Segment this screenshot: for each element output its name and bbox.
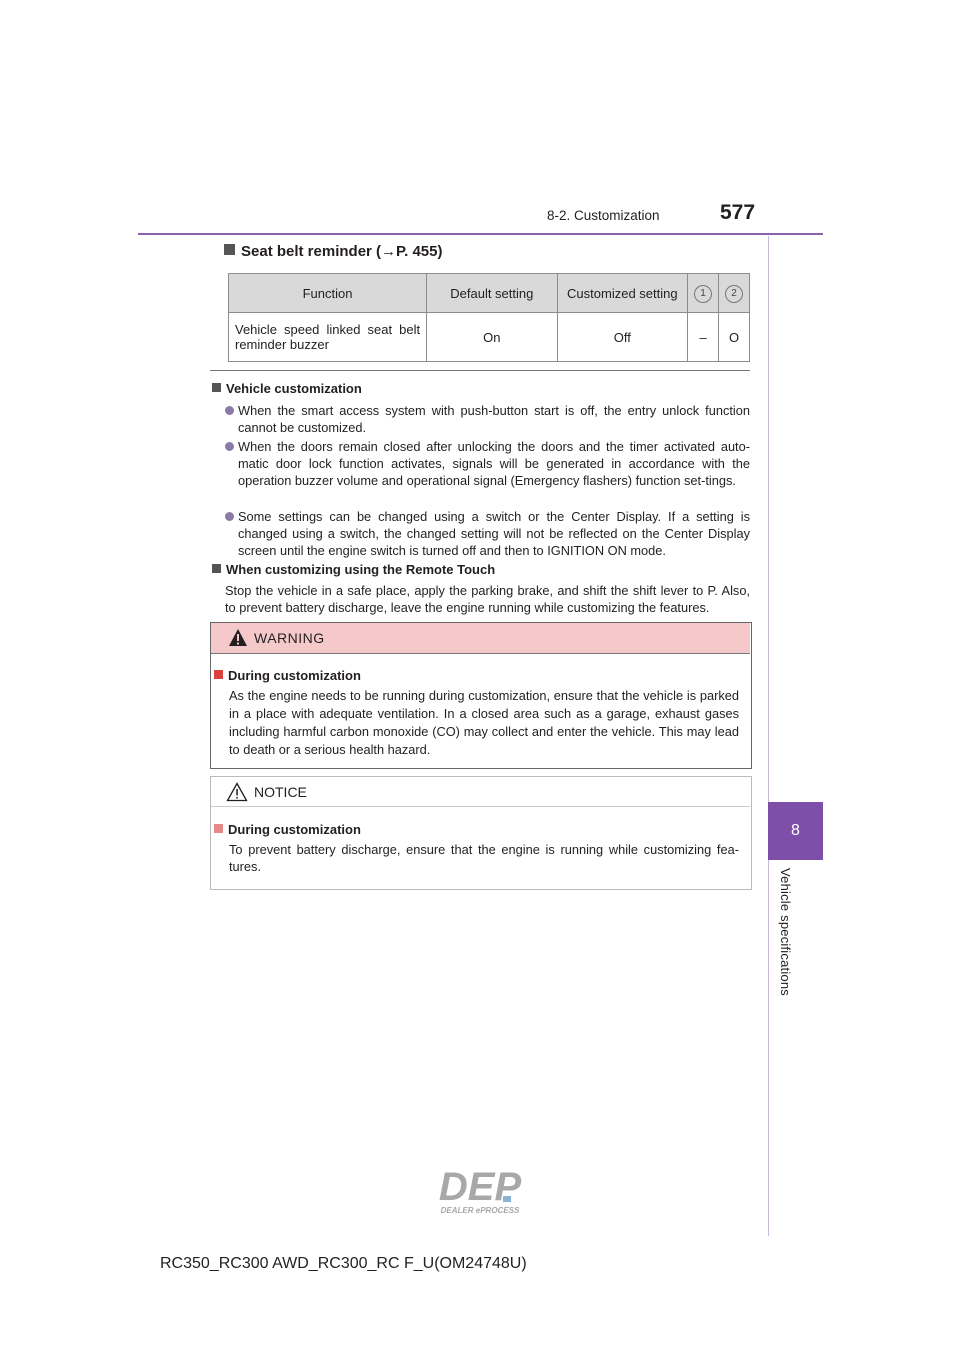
square-bullet-icon (212, 383, 221, 392)
list-item: When the smart access system with push-b… (225, 402, 750, 436)
warning-box (210, 622, 752, 769)
side-divider (768, 236, 769, 1236)
divider (210, 370, 750, 371)
table-header-row: Function Default setting Customized sett… (227, 273, 750, 313)
notice-divider (211, 806, 750, 807)
arrow-icon: → (381, 243, 397, 260)
bullet-icon (225, 406, 234, 415)
dealer-eprocess-logo: DEP DEALER ePROCESS (439, 1166, 522, 1215)
note-heading: When customizing using the Remote Touch (212, 562, 495, 577)
notice-title: NOTICE (254, 784, 307, 800)
column-header: 1 (687, 273, 720, 313)
page-reference[interactable]: P. 455) (396, 243, 443, 260)
column-header: Customized setting (556, 273, 689, 313)
square-bullet-icon (224, 244, 235, 255)
column-header: Default setting (426, 273, 558, 313)
section-title: Seat belt reminder (→P. 455) (224, 243, 442, 260)
section-header: 8-2. Customization (547, 208, 660, 223)
method-1-cell: – (687, 312, 720, 362)
warning-body: As the engine needs to be running during… (229, 688, 739, 757)
settings-table: Function Default setting Customized sett… (227, 273, 750, 362)
square-bullet-icon (212, 564, 221, 573)
logo-accent (503, 1196, 511, 1202)
chapter-label: Vehicle specifications (778, 868, 793, 996)
list-item: Some settings can be changed using a swi… (225, 508, 750, 559)
bullet-icon (225, 512, 234, 521)
note-heading: Vehicle customization (212, 381, 362, 396)
warning-title-bar (211, 623, 750, 654)
document-id-footer: RC350_RC300 AWD_RC300_RC F_U(OM24748U) (160, 1255, 527, 1272)
chapter-tab[interactable]: 8 (768, 802, 823, 860)
warning-title: WARNING (254, 630, 325, 646)
default-setting-cell: On (426, 312, 558, 362)
warning-heading: During customization (214, 668, 361, 683)
circle-two-icon: 2 (725, 284, 744, 303)
page-number: 577 (720, 201, 756, 224)
function-cell: Vehicle speed linked seat belt reminder … (227, 312, 428, 362)
bullet-icon (225, 442, 234, 451)
logo-text: DEP (439, 1166, 522, 1209)
circle-one-icon: 1 (694, 284, 713, 303)
method-2-cell: O (718, 312, 750, 362)
header-rule (138, 233, 823, 235)
square-bullet-icon (214, 670, 223, 679)
notice-heading: During customization (214, 822, 361, 837)
table-row: Vehicle speed linked seat belt reminder … (227, 312, 750, 362)
column-header: Function (227, 273, 428, 313)
note-body: Stop the vehicle in a safe place, apply … (225, 583, 750, 615)
column-header: 2 (718, 273, 750, 313)
logo-subtext: DEALER ePROCESS (441, 1206, 520, 1215)
list-item: When the doors remain closed after unloc… (225, 438, 750, 489)
notice-box (210, 776, 752, 890)
warning-triangle-icon (229, 629, 247, 646)
customized-setting-cell: Off (556, 312, 689, 362)
chapter-number: 8 (791, 822, 800, 839)
square-bullet-icon (214, 824, 223, 833)
notice-body: To prevent battery discharge, ensure tha… (229, 842, 739, 874)
caution-triangle-icon (226, 782, 248, 802)
